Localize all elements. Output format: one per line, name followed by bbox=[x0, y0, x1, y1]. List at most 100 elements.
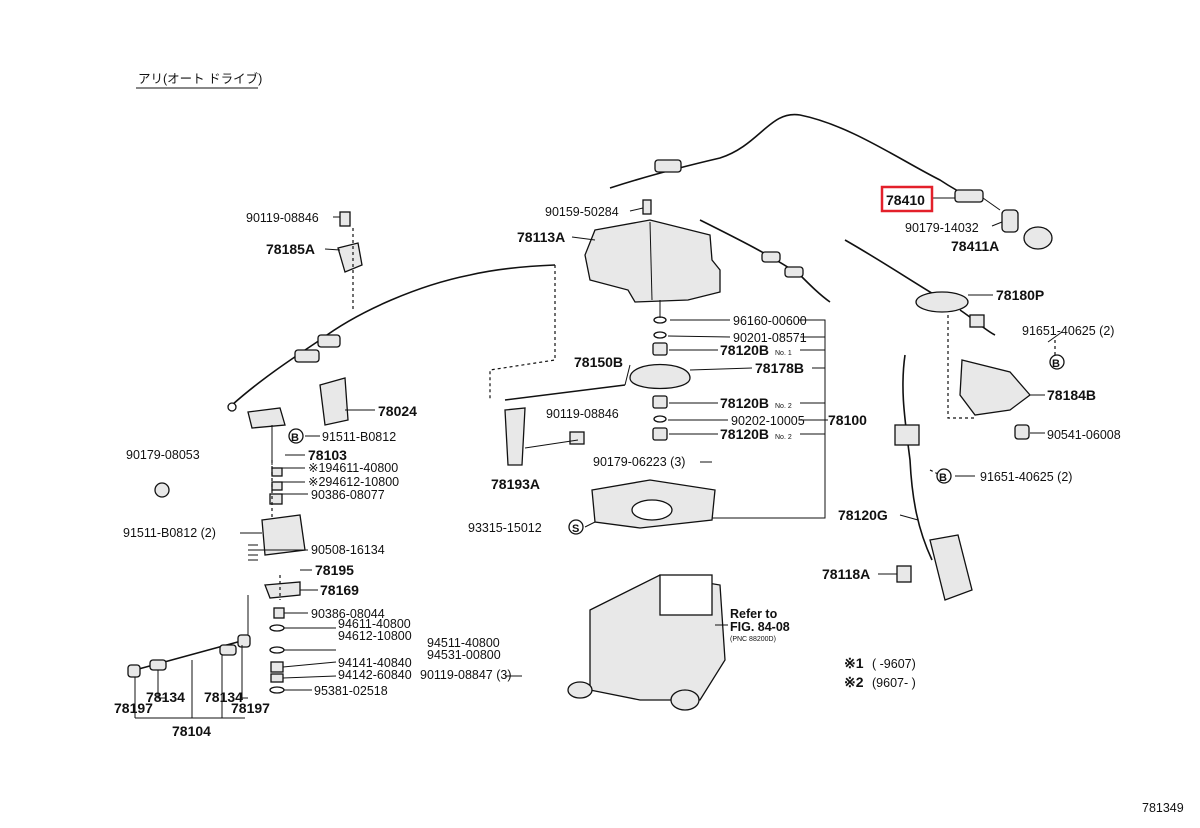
end-78197-b bbox=[237, 634, 251, 648]
bolt-90119-top bbox=[339, 211, 351, 227]
label-90179-14032: 90179-14032 bbox=[905, 221, 979, 235]
fastener-94141 bbox=[270, 661, 284, 673]
pump-foot bbox=[567, 681, 593, 699]
leader-90201 bbox=[667, 335, 731, 338]
lever-78103 bbox=[247, 407, 286, 429]
bracket-78185A bbox=[337, 242, 363, 273]
label-90201-08571: 90201-08571 bbox=[733, 331, 807, 345]
label-78120G: 78120G bbox=[838, 507, 888, 523]
end-78197-a bbox=[127, 664, 141, 678]
fastener-95381 bbox=[269, 686, 285, 694]
label-78185A: 78185A bbox=[266, 241, 315, 257]
lever-78169 bbox=[264, 581, 301, 599]
header-note: アリ(オート ドライブ) bbox=[138, 71, 262, 86]
label-78197-a: 78197 bbox=[114, 700, 153, 716]
pedal-pivot bbox=[894, 424, 920, 446]
highlight-box bbox=[880, 185, 934, 213]
label-90541-06008: 90541-06008 bbox=[1047, 428, 1121, 442]
circle-B-2-text: B bbox=[1052, 358, 1060, 370]
bracket-78184B bbox=[959, 359, 1031, 416]
label-90119-08846-mid: 90119-08846 bbox=[546, 407, 619, 421]
throttle-cable bbox=[609, 113, 976, 201]
leader-78113A bbox=[571, 236, 596, 241]
cable-clip-1 bbox=[761, 251, 781, 263]
left-cable-end bbox=[227, 402, 237, 412]
nut-90179-14032 bbox=[1001, 209, 1019, 233]
nut-90179-08053 bbox=[154, 482, 170, 498]
refer-line3: (PNC 88200D) bbox=[730, 636, 776, 643]
label-90508-16134: 90508-16134 bbox=[311, 543, 385, 557]
note2-mark: ※2 bbox=[844, 674, 864, 690]
fastener-194611 bbox=[271, 467, 283, 477]
cap-78411A bbox=[1023, 226, 1053, 250]
label-78411A: 78411A bbox=[951, 238, 999, 254]
end-78134-a bbox=[149, 659, 167, 671]
label-90202-10005: 90202-10005 bbox=[731, 414, 805, 428]
label-90119-08846-top: 90119-08846 bbox=[246, 211, 319, 225]
label-78120B-3: 78120B bbox=[720, 426, 769, 442]
stopper-78118A bbox=[896, 565, 912, 583]
cable-adjuster bbox=[654, 159, 682, 173]
label-78195: 78195 bbox=[315, 562, 354, 578]
leader-78178B bbox=[689, 367, 753, 371]
leader-78100-bracket bbox=[712, 319, 826, 519]
grommet-78120B-1 bbox=[652, 342, 668, 356]
dash-91651-b bbox=[929, 469, 941, 476]
label-90119-08847: 90119-08847 (3) bbox=[420, 668, 512, 682]
cable-plate-78180P bbox=[915, 291, 969, 313]
bracket-78024 bbox=[319, 377, 349, 426]
label-90179-06223: 90179-06223 (3) bbox=[593, 455, 685, 469]
label-78118A: 78118A bbox=[822, 566, 870, 582]
label-78103: 78103 bbox=[308, 447, 347, 463]
leader-78185A bbox=[324, 248, 341, 251]
cover-seam bbox=[649, 221, 653, 301]
label-90159-50284: 90159-50284 bbox=[545, 205, 619, 219]
pump-motor bbox=[670, 689, 700, 711]
bolt-90541 bbox=[1014, 424, 1030, 440]
label-94612-10800: 94612-10800 bbox=[338, 629, 412, 643]
grommet-78120B-2 bbox=[652, 395, 668, 409]
note1-mark: ※1 bbox=[844, 655, 864, 671]
label-91651-40625-b: 91651-40625 (2) bbox=[980, 470, 1072, 484]
sub-no1: No. 1 bbox=[775, 350, 792, 357]
label-94531-00800: 94531-00800 bbox=[427, 648, 501, 662]
footer-ref: 781349 bbox=[1142, 801, 1184, 815]
bracket-pulley bbox=[631, 499, 673, 521]
label-78150B: 78150B bbox=[574, 354, 623, 370]
leader-90159 bbox=[629, 207, 644, 212]
left-cable-fitting bbox=[294, 349, 320, 363]
end-78134-b bbox=[219, 644, 237, 656]
pedal-pad bbox=[929, 534, 973, 601]
label-90386-08044: 90386-08044 bbox=[311, 607, 385, 621]
label-91651-40625-a: 91651-40625 (2) bbox=[1022, 324, 1114, 338]
bolt-90119-08846 bbox=[569, 431, 585, 445]
circle-B-1 bbox=[288, 428, 304, 444]
label-78024: 78024 bbox=[378, 403, 417, 419]
label-78100: 78100 bbox=[828, 412, 867, 428]
label-78134-b: 78134 bbox=[204, 689, 243, 705]
circle-B-1-text: B bbox=[291, 432, 299, 444]
circle-S bbox=[568, 519, 584, 535]
cover-78113A bbox=[584, 219, 721, 303]
sub-no2-b: No. 2 bbox=[775, 434, 792, 441]
label-93315-15012: 93315-15012 bbox=[468, 521, 542, 535]
washer-90201 bbox=[653, 331, 667, 339]
fastener-294612 bbox=[271, 481, 283, 491]
label-94511-40800: 94511-40800 bbox=[427, 636, 500, 650]
label-78410-highlighted: 78410 bbox=[886, 192, 925, 208]
label-78169: 78169 bbox=[320, 582, 359, 598]
bracket-78104-legs bbox=[134, 645, 248, 718]
label-194611-40800: ※194611-40800 bbox=[308, 461, 398, 475]
leader-78150B bbox=[624, 364, 631, 386]
label-78113A: 78113A bbox=[517, 229, 565, 245]
left-cable-fitting-2 bbox=[317, 334, 341, 348]
label-96160-00600: 96160-00600 bbox=[733, 314, 807, 328]
refer-line1: Refer to bbox=[730, 607, 778, 621]
label-91511-B0812-2: 91511-B0812 (2) bbox=[123, 526, 216, 540]
label-78120B-1: 78120B bbox=[720, 342, 769, 358]
label-94141-40840: 94141-40840 bbox=[338, 656, 412, 670]
cable-clip-2 bbox=[784, 266, 804, 278]
fastener-94511 bbox=[269, 646, 285, 654]
